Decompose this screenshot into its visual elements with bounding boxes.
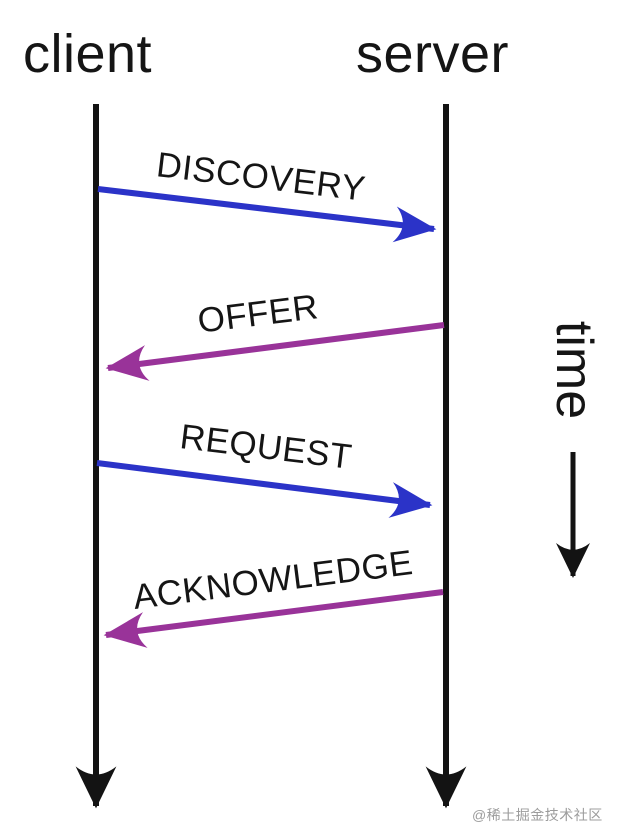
actor-label-client: client [23,24,153,84]
acknowledge-arrow [103,589,444,648]
discovery-arrow [97,186,437,243]
time-axis-label: time [545,320,603,420]
watermark-text: @稀土掘金技术社区 [472,807,603,823]
actor-label-server: server [356,24,510,84]
request-arrow [96,460,433,518]
offer-arrow [105,322,445,381]
